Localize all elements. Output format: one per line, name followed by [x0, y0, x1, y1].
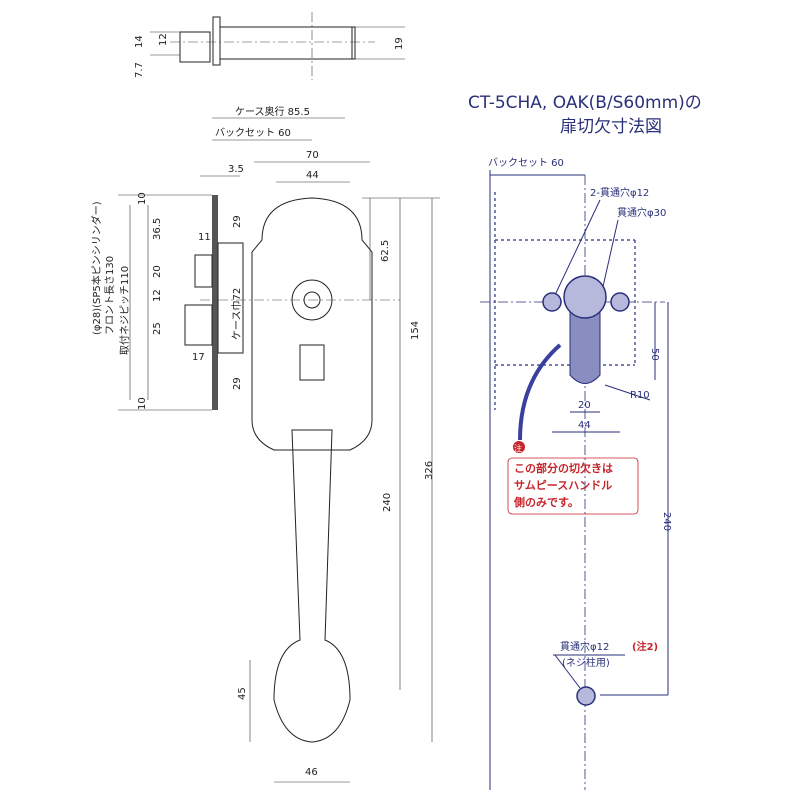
note-badge-icon — [513, 441, 525, 453]
label-screw-post: (ネジ柱用) — [562, 656, 610, 669]
dim-25: 25 — [152, 322, 163, 335]
dim-44: 44 — [578, 420, 591, 431]
escutcheon-plate — [251, 197, 373, 451]
label-2-holes-12: 2-貫通穴φ12 — [590, 186, 649, 199]
dim-44: 44 — [306, 170, 319, 181]
dim-3-5: 3.5 — [228, 164, 244, 175]
dim-20: 20 — [152, 265, 163, 278]
cutout-title-line1: CT-5CHA, OAK(B/S60mm)の — [468, 93, 702, 113]
side-label-cylinder: (φ28)(SP5本ピンシリンダー) — [90, 201, 103, 335]
pull-handle — [273, 429, 351, 743]
dim-10-bottom: 10 — [137, 397, 148, 410]
dim-62-5: 62.5 — [380, 240, 391, 262]
dim-29-top: 29 — [232, 215, 243, 228]
arrow-icon — [518, 343, 562, 441]
dim-17: 17 — [192, 352, 205, 363]
hole-12-right — [610, 292, 630, 312]
label-hole-12: 貫通穴φ12 — [560, 640, 609, 653]
thumb-piece — [299, 344, 325, 381]
dim-14: 14 — [134, 35, 145, 48]
dim-46: 46 — [305, 767, 318, 778]
note-line-1: この部分の切欠きは — [514, 461, 613, 475]
dim-12: 12 — [158, 33, 169, 46]
note-line-2: サムピースハンドル — [514, 479, 612, 492]
cutout-title-line2: 扉切欠寸法図 — [560, 117, 662, 137]
thumb-slot-cutout — [569, 299, 601, 384]
dim-50: 50 — [649, 348, 660, 361]
hole-30 — [563, 275, 607, 319]
label-note2: (注2) — [632, 640, 658, 653]
note-badge: 注 — [514, 443, 522, 453]
hole-12-left — [542, 292, 562, 312]
dim-11: 11 — [198, 232, 211, 243]
dim-29-bottom: 29 — [232, 377, 243, 390]
dim-case-width: ケース巾72 — [230, 288, 243, 340]
dim-10-top: 10 — [137, 192, 148, 205]
dim-12: 12 — [152, 289, 163, 302]
dim-r10: R10 — [630, 390, 650, 401]
dim-backset: バックセット 60 — [215, 127, 291, 139]
cutout-backset: バックセット 60 — [488, 157, 564, 169]
cylinder-view: 14 12 7.7 19 — [134, 12, 405, 80]
dim-70: 70 — [306, 150, 319, 161]
dim-240: 240 — [661, 512, 672, 531]
dim-36-5: 36.5 — [152, 218, 163, 240]
label-hole-30: 貫通穴φ30 — [617, 206, 666, 219]
dim-20: 20 — [578, 400, 591, 411]
dim-7-7: 7.7 — [134, 62, 145, 78]
dim-240: 240 — [382, 493, 393, 512]
dim-19: 19 — [394, 37, 405, 50]
dim-326: 326 — [424, 461, 435, 480]
screw-hole-12 — [576, 686, 596, 706]
dim-45: 45 — [237, 687, 248, 700]
side-label-front-length: フロント長さ130 — [104, 256, 116, 335]
side-label-screw-pitch: 取付ネジピッチ110 — [118, 266, 131, 355]
lock-front-view: ケース奥行 85.5 バックセット 60 70 44 3.5 10 36.5 2… — [90, 105, 440, 783]
cutout-diagram: CT-5CHA, OAK(B/S60mm)の 扉切欠寸法図 バックセット 60 … — [468, 93, 702, 790]
dim-154: 154 — [410, 321, 421, 340]
note-line-3: 側のみです。 — [513, 495, 579, 509]
dim-case-depth: ケース奥行 85.5 — [235, 105, 310, 118]
